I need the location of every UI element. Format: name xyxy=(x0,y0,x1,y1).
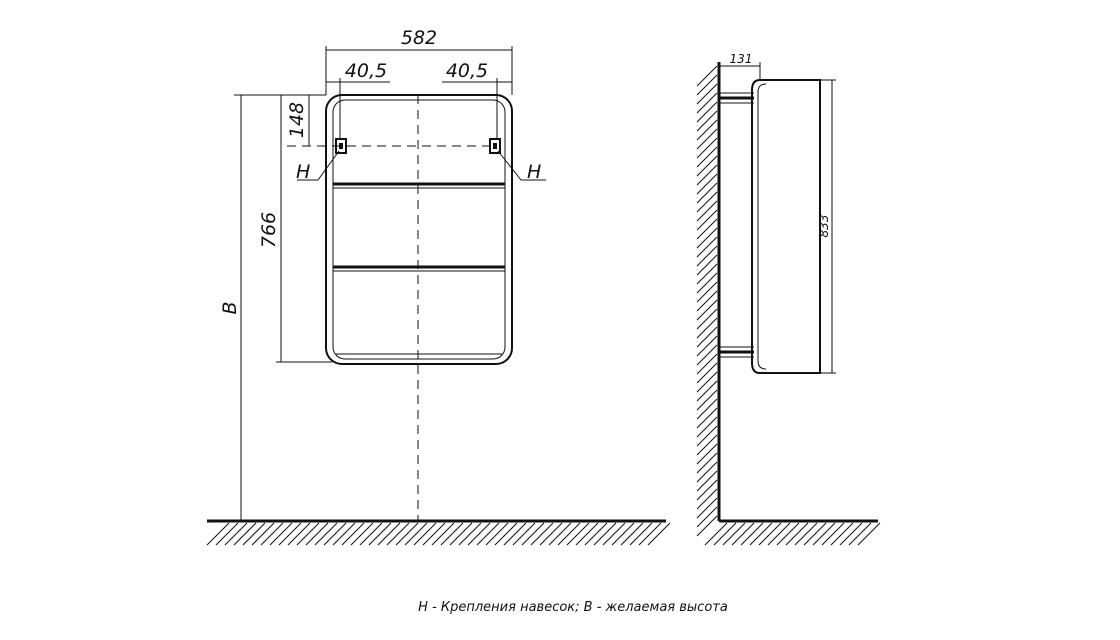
legend-caption: H - Крепления навесок; B - желаемая высо… xyxy=(418,600,728,615)
hanger-right xyxy=(489,138,501,154)
bracket-top xyxy=(719,92,754,104)
cabinet-inner-outline xyxy=(332,99,506,360)
dim-left-offset: 40,5 xyxy=(345,60,387,82)
hanger-right-leader xyxy=(497,150,522,181)
side-view: 131 833 xyxy=(696,52,881,546)
side-floor-hatching xyxy=(704,522,881,546)
cabinet-profile xyxy=(751,79,821,374)
dim-overall-width: 582 xyxy=(401,27,437,49)
hanger-left xyxy=(335,138,347,154)
wall-hatching xyxy=(696,65,718,537)
dim-depth: 131 xyxy=(730,52,753,66)
floor-hatching xyxy=(206,522,671,546)
bracket-bottom xyxy=(719,346,754,358)
hanger-right-label: H xyxy=(527,161,541,183)
dim-right-offset: 40,5 xyxy=(446,60,488,82)
hanger-left-leader xyxy=(317,150,340,181)
dim-hanger-to-bottom: 766 xyxy=(258,212,280,248)
dim-top-to-hanger: 148 xyxy=(286,102,308,138)
hanger-left-label: H xyxy=(296,161,310,183)
cabinet-outline xyxy=(325,94,513,365)
front-view: H H 582 40,5 40,5 148 766 B xyxy=(206,27,671,546)
dim-height: 833 xyxy=(817,215,831,238)
dim-desired-height: B xyxy=(219,301,241,314)
